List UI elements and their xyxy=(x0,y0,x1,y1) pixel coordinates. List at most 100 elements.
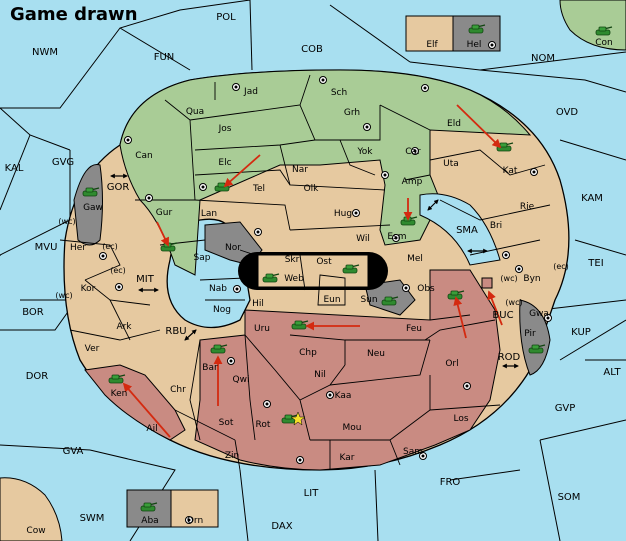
land-label-ost: Ost xyxy=(316,257,332,267)
land-label-aba: Aba xyxy=(141,516,158,526)
land-label-elf: Elf xyxy=(426,40,438,50)
sea-label-dor: DOR xyxy=(26,371,49,382)
sea-label-mvu: MVU xyxy=(35,242,58,253)
land-label-uta: Uta xyxy=(443,159,459,169)
land-label-hel: Hel xyxy=(467,40,482,50)
sea-label-sma: SMA xyxy=(456,225,478,236)
coast-label-her-ec: (ec) xyxy=(102,242,118,251)
island-con xyxy=(559,0,626,51)
land-label-nor: Nor xyxy=(225,243,241,253)
sea-label-gva: GVA xyxy=(63,446,84,457)
land-label-wil: Wil xyxy=(356,234,370,244)
sea-label-gvp: GVP xyxy=(555,403,576,414)
land-label-amp: Amp xyxy=(402,177,423,187)
land-label-hug: Hug xyxy=(334,209,352,219)
land-label-bri: Bri xyxy=(490,221,502,231)
land-label-neu: Neu xyxy=(367,349,385,359)
sea-label-pol: POL xyxy=(216,12,236,23)
land-label-jos: Jos xyxy=(218,124,232,134)
sea-label-mit: MIT xyxy=(136,274,155,285)
land-label-olk: Olk xyxy=(304,184,320,194)
land-label-yok: Yok xyxy=(356,147,373,157)
land-label-orn: Orn xyxy=(187,516,203,526)
land-label-lan: Lan xyxy=(201,209,217,219)
land-label-sch: Sch xyxy=(331,88,347,98)
land-label-rie: Rie xyxy=(520,202,535,212)
region-south-east xyxy=(194,269,501,471)
land-label-skr: Skr xyxy=(285,255,300,265)
sea-label-lit: LIT xyxy=(304,488,320,499)
sea-label-gor: GOR xyxy=(107,182,130,193)
land-label-elc: Elc xyxy=(218,158,231,168)
land-label-kaa: Kaa xyxy=(335,391,352,401)
land-label-sun: Sun xyxy=(360,295,377,305)
land-label-jad: Jad xyxy=(243,87,258,97)
land-label-mou: Mou xyxy=(343,423,362,433)
sea-label-fun: FUN xyxy=(154,52,175,63)
land-label-web: Web xyxy=(284,274,304,284)
land-label-bar: Bar xyxy=(202,363,218,373)
sea-label-ovd: OVD xyxy=(556,107,579,118)
coast-label-kor-ec: (ec) xyxy=(110,266,126,275)
sea-label-dax: DAX xyxy=(271,521,292,532)
land-label-can: Can xyxy=(135,151,153,161)
impassable-pir xyxy=(519,299,551,376)
sea-label-cob: COB xyxy=(301,44,323,55)
land-label-orl: Orl xyxy=(445,359,458,369)
land-label-ark: Ark xyxy=(116,322,132,332)
game-title: Game drawn xyxy=(10,4,138,25)
land-label-kar: Kar xyxy=(340,453,355,463)
land-label-kat: Kat xyxy=(503,166,518,176)
move-order-arrows xyxy=(122,104,503,438)
land-label-kor: Kor xyxy=(81,284,96,294)
land-label-rot: Rot xyxy=(256,420,271,430)
region-south-west xyxy=(84,364,186,441)
inner-sea-sma xyxy=(419,193,501,266)
land-label-sam: Sam xyxy=(403,447,423,457)
land-label-uru: Uru xyxy=(254,324,270,334)
land-label-tel: Tel xyxy=(252,184,265,194)
sea-labels: POL NWM FUN COB NOM OVD KAL GVG GOR MVU … xyxy=(5,12,622,532)
land-labels: Jad Sch Qua Jos Grh Eld Can Elc Yok Car … xyxy=(26,38,612,536)
coast-label-kor-wc: (wc) xyxy=(55,291,72,300)
sea-label-kam: KAM xyxy=(581,193,603,204)
impassable-gaw xyxy=(73,163,103,246)
land-label-pir: Pir xyxy=(524,329,536,339)
land-label-gur: Gur xyxy=(156,208,173,218)
land-label-eld: Eld xyxy=(447,119,461,129)
coast-label-her-wc: (wc) xyxy=(58,217,75,226)
sea-label-bor: BOR xyxy=(22,307,44,318)
land-label-her: Her xyxy=(70,243,86,253)
sea-label-kup: KUP xyxy=(571,327,591,338)
coast-labels: (wc) (ec) (ec) (wc) (wc) (ec) (wc) xyxy=(55,217,568,307)
sea-label-rod: ROD xyxy=(498,352,521,363)
sea-label-swm: SWM xyxy=(80,513,105,524)
land-label-chr: Chr xyxy=(170,385,186,395)
coast-label-byn-wc: (wc) xyxy=(500,274,517,283)
land-label-feu: Feu xyxy=(406,324,422,334)
land-label-qua: Qua xyxy=(186,107,204,117)
land-label-qwi: Qwi xyxy=(233,375,250,385)
passage-arrows xyxy=(110,173,519,369)
coast-label-byn-ec: (ec) xyxy=(553,262,569,271)
province-borders xyxy=(59,74,551,471)
land-label-gaw: Gaw xyxy=(83,203,103,213)
sea-label-nwm: NWM xyxy=(32,47,58,58)
sea-label-kal: KAL xyxy=(5,163,24,174)
sea-label-fro: FRO xyxy=(440,477,461,488)
land-label-nog: Nog xyxy=(213,305,231,315)
land-label-nil: Nil xyxy=(314,370,326,380)
land-label-cow: Cow xyxy=(26,526,45,536)
sea-label-nom: NOM xyxy=(531,53,555,64)
land-label-zin: Zin xyxy=(225,451,239,461)
land-label-nar: Nar xyxy=(292,165,308,175)
sea-label-gvg: GVG xyxy=(52,157,74,168)
land-label-byn: Byn xyxy=(523,274,540,284)
land-label-car: Car xyxy=(405,147,421,157)
land-label-con: Con xyxy=(595,38,613,48)
sea-label-rbu: RBU xyxy=(165,326,186,337)
land-label-mel: Mel xyxy=(407,254,423,264)
land-label-gwa: Gwa xyxy=(529,309,549,319)
land-label-chp: Chp xyxy=(299,348,317,358)
